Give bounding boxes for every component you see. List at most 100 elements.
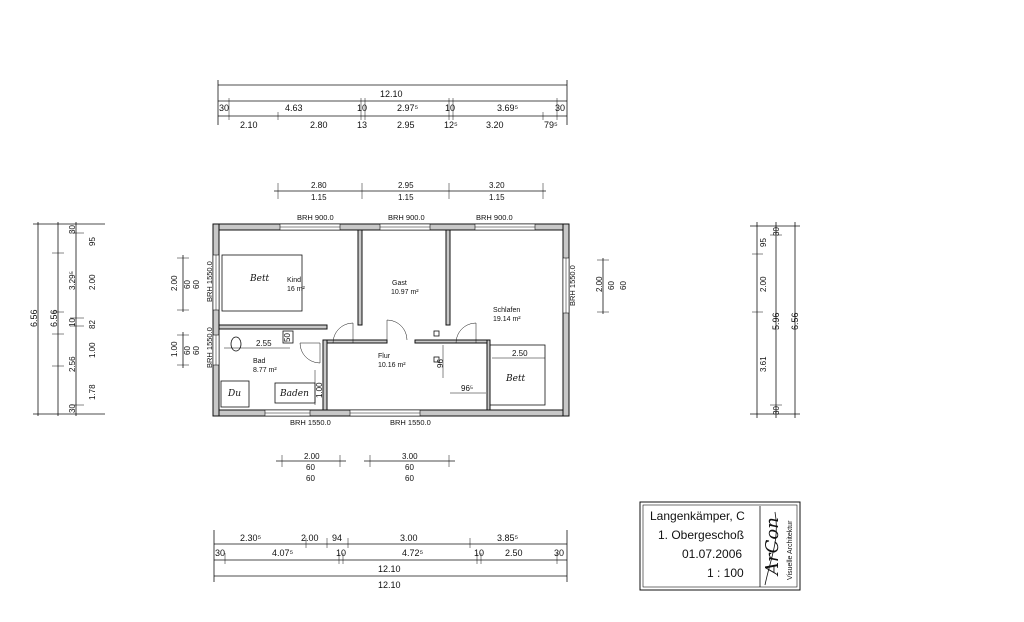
brh-right-1: BRH 1550.0: [568, 265, 577, 306]
left-window-dimensions: 2.00 60 60 1.00 60 60: [170, 255, 201, 368]
room-schlafen-name: Schlafen: [493, 307, 520, 314]
left-cola-10: 10: [68, 318, 77, 327]
left-win-a3: 60: [192, 280, 201, 289]
interior-dimensions: 2.55 50 1.00 96 96⁵ 2.50: [224, 333, 545, 405]
left-cola-3295: 3.29⁵: [68, 271, 77, 290]
furniture: Bett Bett Baden Du: [220, 254, 546, 408]
top-row2-280: 2.80: [310, 120, 328, 130]
room-kind-name: Kind: [287, 277, 301, 284]
top-row2-210: 2.10: [240, 120, 258, 130]
bottom-row1-3855: 3.85⁵: [497, 533, 519, 543]
title-project: Langenkämper, C: [650, 509, 745, 523]
left-colb-95: 95: [88, 237, 97, 246]
left-cola-30b: 30: [68, 404, 77, 413]
right-win-a: 2.00: [595, 276, 604, 292]
bottom-win-b: 3.00: [402, 452, 418, 461]
top-row1-463: 4.63: [285, 103, 303, 113]
room-gast-name: Gast: [392, 280, 407, 287]
bottom-dimension-chain: 2.30⁵ 2.00 94 3.00 3.85⁵ 30 4.07⁵ 10 4.7…: [213, 530, 568, 590]
right-inner-596: 5.96: [771, 312, 781, 330]
bottom-win-b2: 60: [405, 463, 414, 472]
title-date: 01.07.2006: [682, 547, 742, 561]
brh-bottom-2: BRH 1550.0: [390, 418, 431, 427]
bottom-row2-10b: 10: [474, 548, 484, 558]
room-flur-name: Flur: [378, 353, 391, 360]
left-colb-82: 82: [88, 320, 97, 329]
top-win-c: 3.20: [489, 181, 505, 190]
bottom-row2-30b: 30: [554, 548, 564, 558]
bottom-row1-2305: 2.30⁵: [240, 533, 262, 543]
bottom-win-a: 2.00: [304, 452, 320, 461]
brh-bottom-1: BRH 1550.0: [290, 418, 331, 427]
left-colb-100: 1.00: [88, 342, 97, 358]
baden-label: Baden: [279, 389, 309, 399]
left-win-a: 2.00: [170, 275, 179, 291]
room-bad-name: Bad: [253, 358, 266, 365]
top-row1-2975: 2.97⁵: [397, 103, 419, 113]
dusche-label: Du: [227, 389, 241, 399]
left-colb-178: 1.78: [88, 384, 97, 400]
logo-text: ArCon: [762, 517, 783, 577]
top-win-a2: 1.15: [311, 193, 327, 202]
bottom-total-2: 12.10: [378, 580, 401, 590]
room-bad-area: 8.77 m²: [253, 367, 277, 374]
right-dimension-chain: 95 2.00 3.61 30 5.96 30 6.56: [750, 222, 800, 418]
right-win-a3: 60: [619, 281, 628, 290]
dim-bath-100: 1.00: [315, 382, 324, 398]
right-cola-361: 3.61: [759, 356, 768, 372]
brh-top-3: BRH 900.0: [476, 213, 513, 222]
bottom-win-b3: 60: [405, 474, 414, 483]
top-row1-10a: 10: [357, 103, 367, 113]
bottom-row2-4075: 4.07⁵: [272, 548, 294, 558]
top-total-12-10: 12.10: [380, 89, 403, 99]
title-floor: 1. Obergeschoß: [658, 528, 744, 542]
left-cola-256: 2.56: [68, 356, 77, 372]
bottom-row1-300: 3.00: [400, 533, 418, 543]
bottom-row1-200: 2.00: [301, 533, 319, 543]
right-total-656: 6.56: [790, 312, 800, 330]
brh-top-2: BRH 900.0: [388, 213, 425, 222]
room-schlafen-area: 19.14 m²: [493, 316, 521, 323]
bottom-window-dimensions: 2.00 60 60 3.00 60 60: [276, 452, 455, 483]
bottom-win-a3: 60: [306, 474, 315, 483]
left-colb-200: 2.00: [88, 274, 97, 290]
top-win-b: 2.95: [398, 181, 414, 190]
brh-top-1: BRH 900.0: [297, 213, 334, 222]
brh-left-1: BRH 1550.0: [205, 261, 214, 302]
bottom-row2-250: 2.50: [505, 548, 523, 558]
arcon-logo-icon: ArCon Visuelle Architektur: [759, 506, 794, 587]
top-row2-795: 79⁵: [544, 120, 558, 130]
bett-label-kind: Bett: [249, 274, 270, 284]
right-colb-30b: 30: [772, 406, 781, 415]
left-win-b3: 60: [192, 346, 201, 355]
left-win-b: 1.00: [170, 341, 179, 357]
room-gast-area: 10.97 m²: [391, 289, 419, 296]
top-row1-3695: 3.69⁵: [497, 103, 519, 113]
room-kind-area: 16 m²: [287, 286, 306, 293]
walls: [212, 223, 570, 417]
top-dimension-chain: 12.10 30 4.63 10 2.97⁵ 10 3.69⁵ 30 2.10 …: [217, 80, 568, 130]
top-row2-320: 3.20: [486, 120, 504, 130]
top-win-b2: 1.15: [398, 193, 414, 202]
right-window-dimensions: 2.00 60 60: [595, 258, 628, 314]
brh-left-2: BRH 1550.0: [205, 327, 214, 368]
dim-bad-255: 2.55: [256, 339, 272, 348]
top-window-dimensions: 2.80 1.15 2.95 1.15 3.20 1.15: [274, 181, 546, 202]
left-dimension-chain: 6.56 6.56 30 3.29⁵ 10 2.56 30 95 2.00 82…: [29, 222, 105, 416]
door-swings: [299, 319, 477, 364]
top-win-c2: 1.15: [489, 193, 505, 202]
dim-flur-96: 96: [436, 359, 445, 368]
top-row1-30b: 30: [555, 103, 565, 113]
top-row1-10b: 10: [445, 103, 455, 113]
dim-flur-965: 96⁵: [461, 384, 473, 393]
right-cola-95: 95: [759, 238, 768, 247]
dim-bad-50: 50: [283, 333, 292, 342]
left-cola-30a: 30: [68, 225, 77, 234]
right-cola-200: 2.00: [759, 276, 768, 292]
top-win-a: 2.80: [311, 181, 327, 190]
logo-subtitle: Visuelle Architektur: [787, 520, 794, 580]
bottom-win-a2: 60: [306, 463, 315, 472]
left-total-656: 6.56: [29, 309, 39, 327]
dim-bed-250: 2.50: [512, 349, 528, 358]
